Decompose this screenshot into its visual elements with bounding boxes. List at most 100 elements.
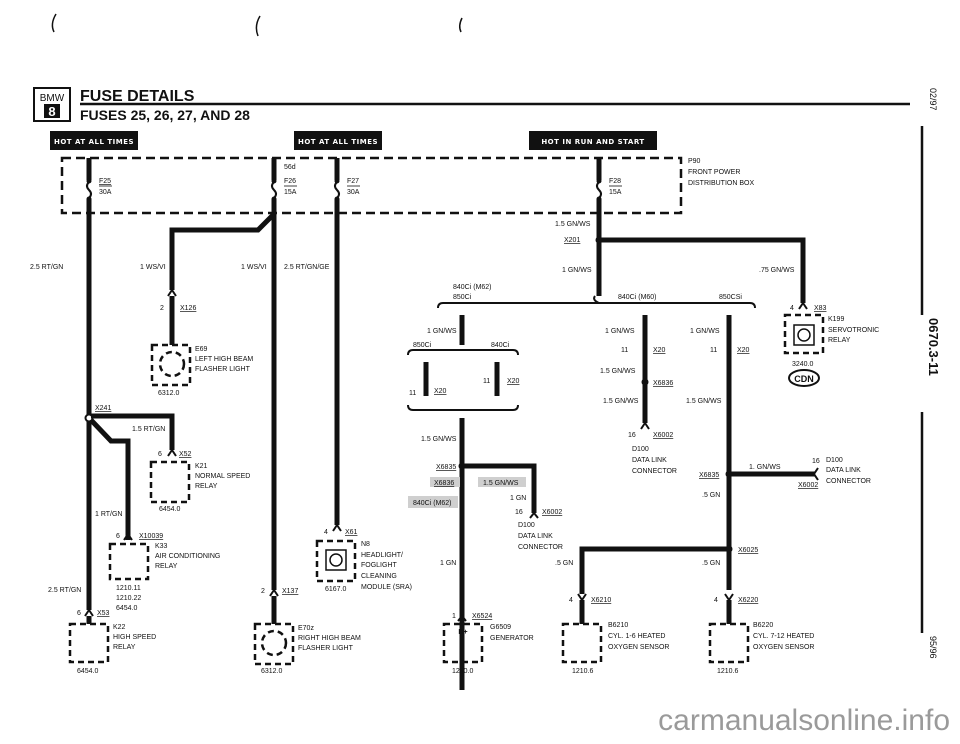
connector-label: X53 bbox=[97, 610, 110, 617]
svg-text:GENERATOR: GENERATOR bbox=[490, 635, 534, 642]
svg-text:E70z: E70z bbox=[298, 625, 314, 632]
connector-label: X6835 bbox=[699, 472, 719, 479]
svg-text:3240.0: 3240.0 bbox=[792, 361, 814, 368]
svg-text:CONNECTOR: CONNECTOR bbox=[518, 544, 563, 551]
connector-label: X6836 bbox=[653, 380, 673, 387]
connector-label: X6836 bbox=[434, 480, 454, 487]
fuse-f27: F27 30A bbox=[334, 158, 360, 202]
fuse-f28: F28 15A bbox=[596, 158, 622, 202]
logo-series: 8 bbox=[48, 104, 55, 119]
connector-label: X52 bbox=[179, 451, 192, 458]
wire-label: .5 GN bbox=[702, 492, 720, 499]
svg-text:RELAY: RELAY bbox=[113, 644, 136, 651]
svg-text:15A: 15A bbox=[609, 189, 622, 196]
svg-text:DATA LINK: DATA LINK bbox=[632, 457, 667, 464]
pin-label: 1 bbox=[452, 613, 456, 620]
splice-icon bbox=[458, 462, 466, 470]
wire-label: 1.5 GN/WS bbox=[483, 480, 519, 487]
svg-text:30A: 30A bbox=[347, 189, 360, 196]
binder-mark bbox=[255, 15, 261, 37]
variant-bracket bbox=[407, 404, 519, 411]
connector-label: X6210 bbox=[591, 597, 611, 604]
connector-icon bbox=[269, 588, 279, 597]
component-b6210: B6210 CYL. 1-6 HEATED OXYGEN SENSOR 1210… bbox=[561, 622, 669, 675]
svg-text:OXYGEN SENSOR: OXYGEN SENSOR bbox=[608, 644, 669, 651]
svg-text:1210.11: 1210.11 bbox=[116, 585, 141, 592]
connector-icon bbox=[167, 288, 177, 297]
svg-text:RELAY: RELAY bbox=[828, 337, 851, 344]
svg-text:HIGH SPEED: HIGH SPEED bbox=[113, 634, 156, 641]
pin-label: 6 bbox=[158, 451, 162, 458]
connector-icon bbox=[640, 421, 650, 430]
binder-mark bbox=[458, 17, 463, 33]
pin-label: 4 bbox=[569, 597, 573, 604]
connector-label: X20 bbox=[653, 347, 666, 354]
component-k21: K21 NORMAL SPEED RELAY 6454.0 bbox=[149, 460, 250, 513]
svg-text:6454.0: 6454.0 bbox=[159, 506, 181, 513]
margin-date: 02/97 bbox=[928, 88, 938, 111]
svg-text:FLASHER LIGHT: FLASHER LIGHT bbox=[195, 366, 251, 373]
svg-text:6312.0: 6312.0 bbox=[158, 390, 180, 397]
svg-text:CYL. 7-12 HEATED: CYL. 7-12 HEATED bbox=[753, 633, 814, 640]
svg-text:F27: F27 bbox=[347, 178, 359, 185]
module-icon bbox=[797, 328, 811, 342]
connector-label: X20 bbox=[507, 378, 520, 385]
svg-text:RIGHT HIGH BEAM: RIGHT HIGH BEAM bbox=[298, 635, 361, 642]
wire bbox=[91, 413, 175, 450]
svg-text:B6210: B6210 bbox=[608, 622, 628, 629]
connector-label: X61 bbox=[345, 529, 358, 536]
fuse-box-name: FRONT POWER bbox=[688, 169, 740, 176]
svg-text:CYL. 1-6 HEATED: CYL. 1-6 HEATED bbox=[608, 633, 665, 640]
margin-strip: 02/97 0670.3-11 95/96 bbox=[920, 88, 941, 659]
wire-label: 1.5 GN/WS bbox=[600, 368, 636, 375]
wire-label: 1 GN/WS bbox=[427, 328, 457, 335]
svg-text:F26: F26 bbox=[284, 178, 296, 185]
svg-text:6312.0: 6312.0 bbox=[261, 668, 283, 675]
svg-text:HEADLIGHT/: HEADLIGHT/ bbox=[361, 552, 403, 559]
fuse-box-outline bbox=[60, 156, 683, 215]
wire-label: 1 WS/VI bbox=[241, 264, 267, 271]
wire-label: .5 GN bbox=[555, 560, 573, 567]
svg-text:CLEANING: CLEANING bbox=[361, 573, 397, 580]
svg-text:F28: F28 bbox=[609, 178, 621, 185]
margin-model-years: 95/96 bbox=[928, 636, 938, 659]
wire-label: 1 GN bbox=[440, 560, 456, 567]
pin-label: 2 bbox=[261, 588, 265, 595]
svg-text:HOT AT ALL TIMES: HOT AT ALL TIMES bbox=[298, 138, 378, 146]
pin-label: 16 bbox=[515, 509, 523, 516]
pin-label: 2 bbox=[160, 305, 164, 312]
svg-text:OXYGEN SENSOR: OXYGEN SENSOR bbox=[753, 644, 814, 651]
connector-icon bbox=[724, 593, 734, 602]
variant-label: 850CSi bbox=[719, 294, 742, 301]
pin-label: 11 bbox=[710, 347, 717, 354]
pin-label: 4 bbox=[790, 305, 794, 312]
connector-icon bbox=[167, 448, 177, 457]
svg-text:1230.0: 1230.0 bbox=[452, 668, 474, 675]
splice-icon bbox=[641, 378, 649, 386]
svg-text:CONNECTOR: CONNECTOR bbox=[826, 478, 871, 485]
wire-label: 2.5 RT/GN bbox=[30, 264, 63, 271]
component-n8: N8 HEADLIGHT/ FOGLIGHT CLEANING MODULE (… bbox=[315, 539, 412, 593]
highlight bbox=[430, 477, 460, 487]
connector-icon bbox=[577, 593, 587, 602]
svg-text:RELAY: RELAY bbox=[195, 483, 218, 490]
splice-icon bbox=[595, 236, 603, 244]
svg-text:DATA LINK: DATA LINK bbox=[826, 467, 861, 474]
component-d100-a: D100 DATA LINK CONNECTOR bbox=[518, 522, 563, 551]
variant-label: 840Ci bbox=[491, 342, 510, 349]
wire-label: 1.5 GN/WS bbox=[421, 436, 457, 443]
svg-text:HOT AT ALL TIMES: HOT AT ALL TIMES bbox=[54, 138, 134, 146]
terminal-label: 56d bbox=[284, 164, 296, 171]
svg-text:K21: K21 bbox=[195, 463, 208, 470]
wire-label: .5 GN bbox=[702, 560, 720, 567]
pin-label: 11 bbox=[483, 378, 490, 385]
watermark: carmanualsonline.info bbox=[658, 704, 950, 737]
wire-label: 2.5 RT/GN bbox=[48, 587, 81, 594]
logo-text: BMW bbox=[40, 93, 65, 104]
svg-text:D+: D+ bbox=[458, 629, 467, 636]
margin-page-code: 0670.3-11 bbox=[926, 318, 941, 376]
power-label-1: HOT AT ALL TIMES bbox=[50, 131, 138, 150]
svg-text:6454.0: 6454.0 bbox=[116, 605, 138, 612]
connector-icon bbox=[84, 608, 94, 617]
